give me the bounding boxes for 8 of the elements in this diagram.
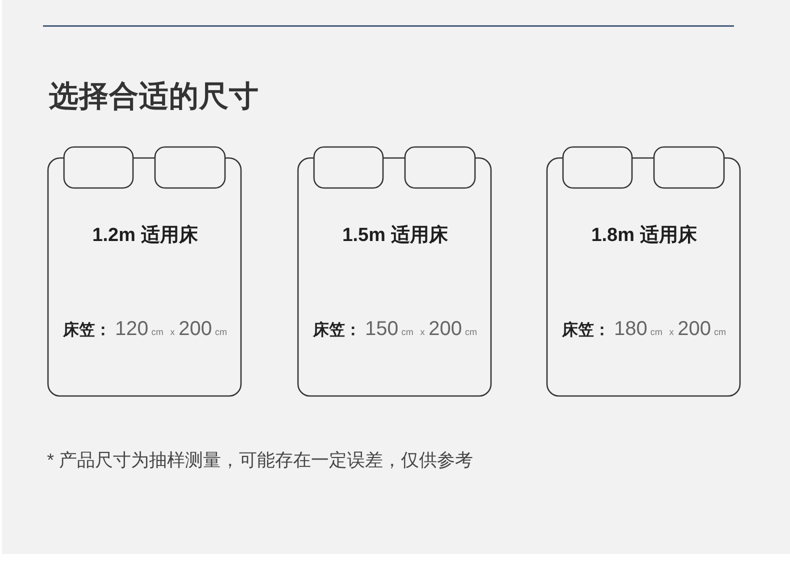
bed-outline (297, 146, 493, 398)
bed-outline (47, 146, 243, 398)
bed-size-heading: 1.2m 适用床 (91, 224, 199, 248)
page-title: 选择合适的尺寸 (49, 79, 259, 115)
bed-size-heading: 1.5m 适用床 (341, 224, 449, 248)
bed-outline (546, 146, 742, 398)
bed-size-heading: 1.8m 适用床 (590, 224, 698, 248)
footnote-text: * 产品尺寸为抽样测量，可能存在一定误差，仅供参考 (47, 449, 474, 472)
